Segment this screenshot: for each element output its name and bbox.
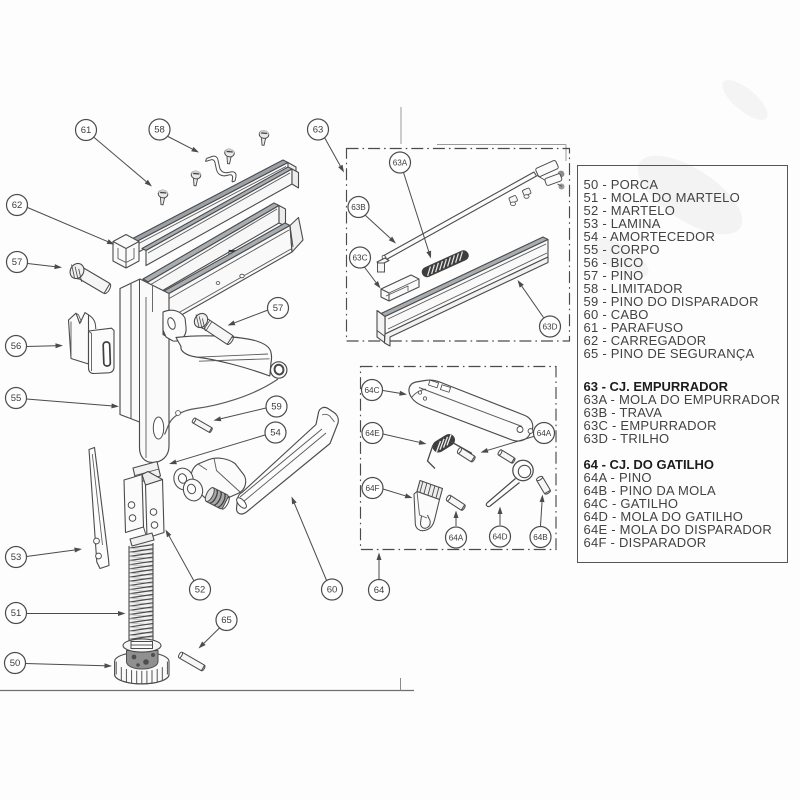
svg-text:63: 63 <box>313 125 324 136</box>
svg-text:59: 59 <box>271 402 282 413</box>
svg-text:64D: 64D <box>492 533 507 542</box>
svg-text:51: 51 <box>11 608 22 619</box>
svg-text:60: 60 <box>327 585 338 596</box>
svg-text:57: 57 <box>12 257 23 268</box>
svg-text:63B: 63B <box>351 203 366 212</box>
svg-text:63D: 63D <box>542 323 557 332</box>
svg-text:64F: 64F <box>365 484 379 493</box>
svg-text:56: 56 <box>11 341 22 352</box>
svg-text:55: 55 <box>11 393 22 404</box>
svg-text:62: 62 <box>12 200 23 211</box>
svg-text:64A: 64A <box>449 534 464 543</box>
svg-text:65: 65 <box>221 615 232 626</box>
svg-text:63A: 63A <box>393 159 408 168</box>
svg-text:64A: 64A <box>537 429 552 438</box>
svg-text:63C: 63C <box>352 254 367 263</box>
svg-text:64: 64 <box>374 585 385 596</box>
svg-text:64B: 64B <box>533 533 548 542</box>
svg-text:61: 61 <box>81 125 92 136</box>
svg-text:54: 54 <box>270 428 281 439</box>
svg-text:64E: 64E <box>365 429 380 438</box>
svg-text:58: 58 <box>154 125 165 136</box>
svg-text:64C: 64C <box>364 386 379 395</box>
svg-text:57: 57 <box>273 303 284 314</box>
svg-text:53: 53 <box>11 552 22 563</box>
svg-text:50: 50 <box>10 658 21 669</box>
svg-text:52: 52 <box>195 585 206 596</box>
